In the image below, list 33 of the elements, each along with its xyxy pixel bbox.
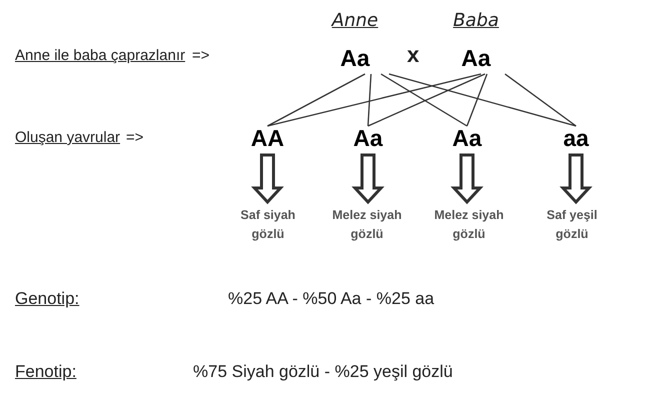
- block-arrow: [251, 154, 284, 204]
- genotype-text: Aa: [352, 125, 384, 152]
- block-arrow: [450, 154, 484, 204]
- phenotype-heading: Fenotip:: [15, 362, 76, 382]
- parent-heading: Anne: [330, 10, 380, 31]
- cross-line: [466, 74, 488, 126]
- arrow-symbol: =>: [126, 129, 144, 146]
- cross-symbol: x: [407, 42, 420, 68]
- cross-line: [380, 73, 468, 127]
- cross-line: [504, 73, 576, 127]
- genotype-text: Aa: [460, 45, 492, 72]
- cross-line: [368, 73, 486, 127]
- arrow-symbol: =>: [192, 47, 210, 64]
- block-arrow: [352, 154, 384, 204]
- phenotype-text: Saf yeşil gözlü: [546, 207, 598, 243]
- cross-description: Anne ile baba çaprazlanır: [15, 47, 186, 64]
- cross-line: [388, 73, 576, 127]
- parent-heading: Baba: [452, 10, 500, 31]
- offspring-description: Oluşan yavrular: [15, 129, 120, 146]
- cross-line: [367, 74, 372, 126]
- genotype-text: AA: [250, 125, 286, 152]
- block-arrow: [560, 154, 592, 204]
- genotype-heading: Genotip:: [15, 289, 80, 309]
- genotype-text: Aa: [451, 125, 483, 152]
- phenotype-text: Melez siyah gözlü: [331, 207, 403, 243]
- genotype-text: aa: [562, 125, 590, 152]
- cross-line: [267, 73, 482, 127]
- cross-line: [267, 73, 366, 127]
- genotype-text: Aa: [339, 45, 371, 72]
- phenotype-ratio: %75 Siyah gözlü - %25 yeşil gözlü: [193, 362, 453, 382]
- phenotype-text: Melez siyah gözlü: [433, 207, 505, 243]
- phenotype-text: Saf siyah gözlü: [240, 207, 296, 243]
- genotype-ratio: %25 AA - %50 Aa - %25 aa: [228, 289, 434, 309]
